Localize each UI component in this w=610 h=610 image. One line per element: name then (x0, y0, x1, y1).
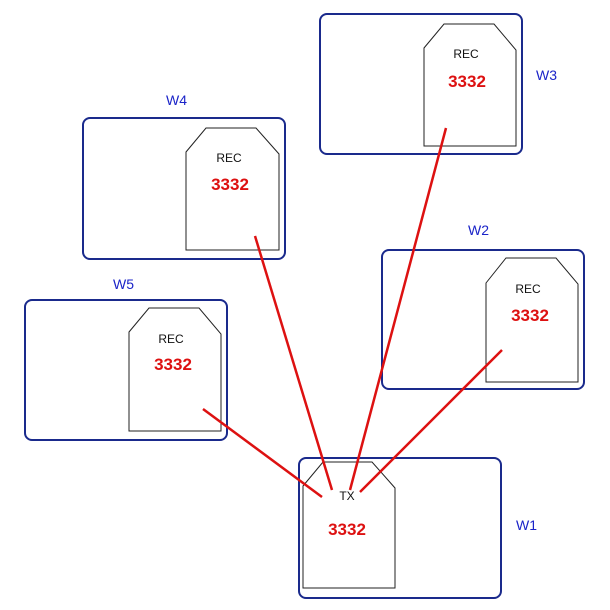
tag-code: 3332 (448, 72, 486, 91)
tag-title: REC (453, 47, 479, 61)
node-w3: REC 3332 W3 (319, 13, 557, 155)
node-w1: TX 3332 W1 (298, 457, 537, 599)
tag-code: 3332 (211, 175, 249, 194)
tag-code: 3332 (328, 520, 366, 539)
receiver-tag-shape (185, 127, 280, 251)
tag-code: 3332 (154, 355, 192, 374)
tag-title: REC (216, 151, 242, 165)
tag-title: REC (158, 332, 184, 346)
link-w4-to-w1 (253, 235, 334, 491)
node-w4: REC 3332 W4 (82, 92, 286, 260)
node-w2: REC 3332 W2 (381, 222, 585, 390)
node-label: W5 (113, 276, 134, 292)
link-w2-to-w1 (359, 349, 503, 493)
tag-title: TX (339, 489, 354, 503)
receiver-tag-shape (485, 257, 579, 383)
node-label: W4 (166, 92, 187, 108)
receiver-tag-shape (423, 23, 517, 147)
link-w5-to-w1 (202, 407, 323, 499)
node-label: W1 (516, 517, 537, 533)
node-w5: REC 3332 W5 (24, 276, 228, 441)
tag-code: 3332 (511, 306, 549, 325)
node-label: W2 (468, 222, 489, 238)
tag-title: REC (515, 282, 541, 296)
link-w3-to-w1 (348, 127, 448, 491)
links (202, 127, 503, 499)
node-label: W3 (536, 67, 557, 83)
receiver-tag-shape (128, 307, 222, 432)
